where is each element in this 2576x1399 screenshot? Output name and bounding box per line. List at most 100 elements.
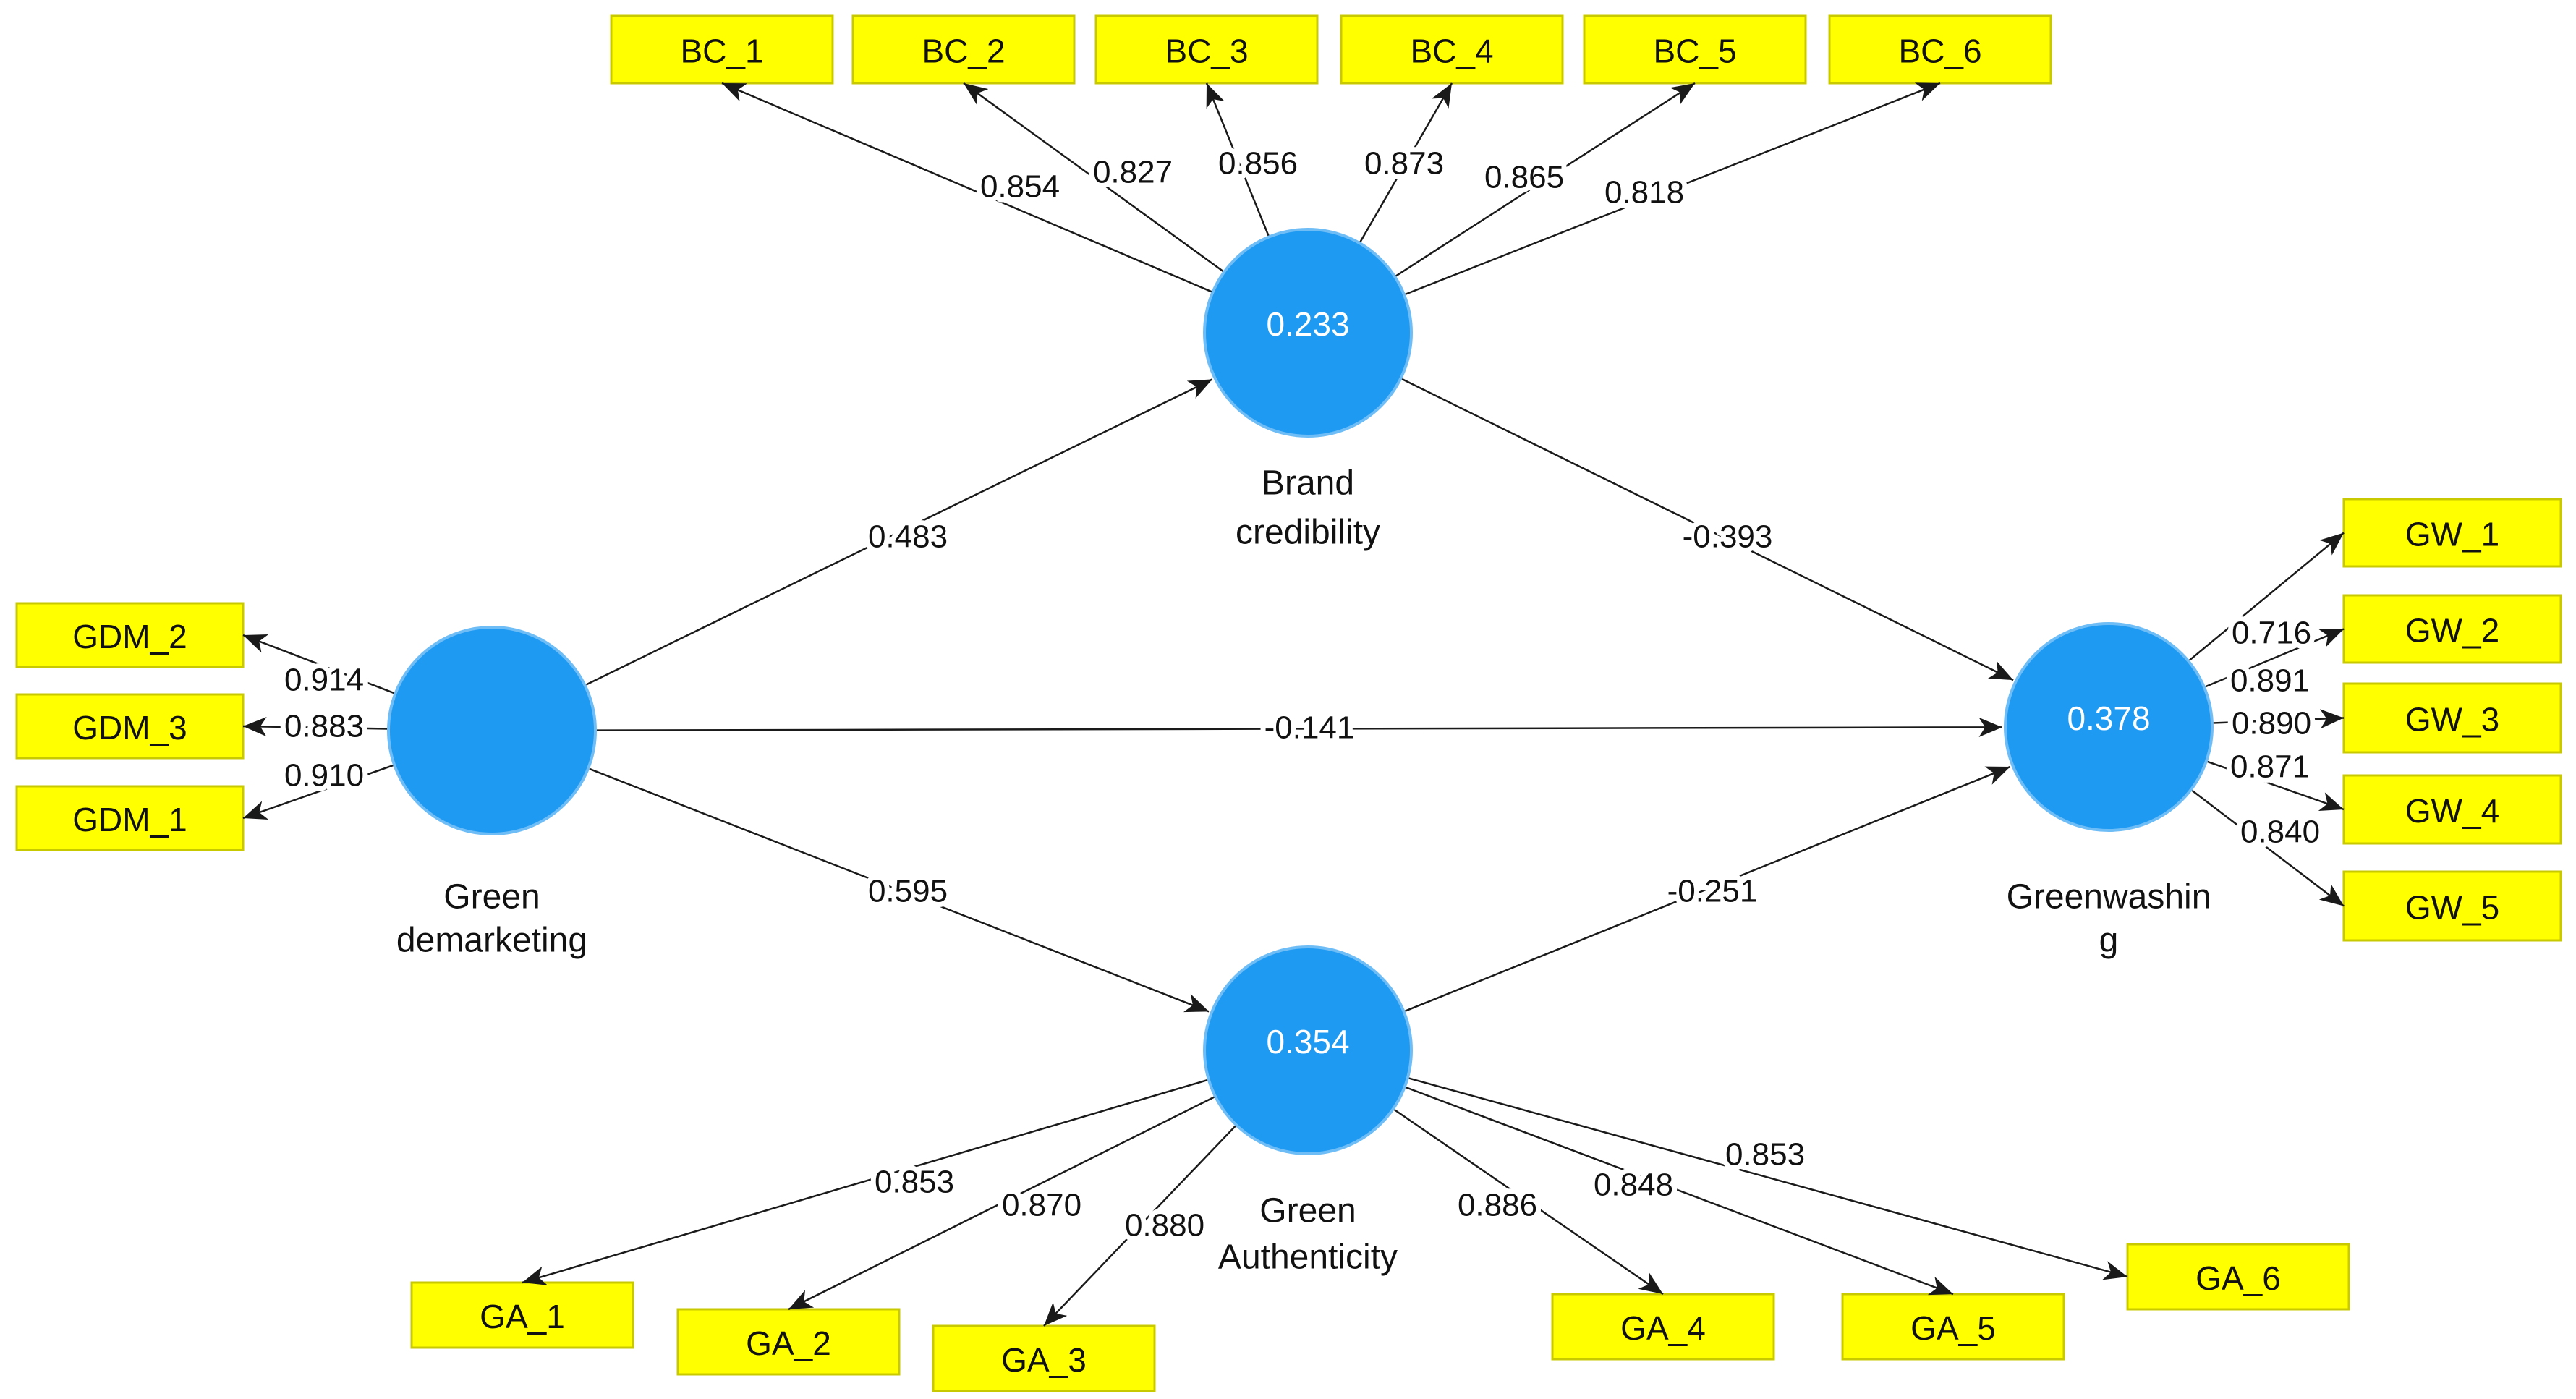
- indicator-GW_2[interactable]: GW_2: [2342, 594, 2562, 664]
- indicator-arrow-GW_2[interactable]: [2204, 628, 2345, 688]
- indicator-box-GA_2[interactable]: [676, 1308, 901, 1376]
- indicator-GDM_3[interactable]: GDM_3: [15, 693, 245, 760]
- indicator-GA_6[interactable]: GA_6: [2126, 1243, 2350, 1311]
- indicator-arrow-GW_3[interactable]: [2212, 709, 2345, 729]
- indicator-arrow-GA_3[interactable]: [1043, 1125, 1237, 1327]
- path-label-green_demarketing-to-green_authenticity: 0.595: [868, 874, 948, 909]
- indicator-BC_3[interactable]: BC_3: [1094, 14, 1319, 85]
- indicator-arrow-GA_2[interactable]: [788, 1096, 1215, 1311]
- indicator-label-GW_5: GW_5: [2405, 889, 2499, 927]
- latent-node-greenwashing[interactable]: [2004, 622, 2214, 832]
- indicator-GDM_2[interactable]: GDM_2: [15, 602, 245, 668]
- path-arrow-brand_credibility-to-greenwashing[interactable]: [1401, 378, 2014, 681]
- indicator-box-GA_1[interactable]: [410, 1281, 634, 1349]
- latent-label-line2-greenwashing: g: [2099, 922, 2119, 960]
- indicator-box-BC_1[interactable]: [610, 14, 834, 85]
- loading-label-BC_2: 0.827: [1093, 155, 1173, 190]
- indicator-arrow-GDM_1[interactable]: [242, 764, 394, 820]
- indicator-arrow-BC_3[interactable]: [1205, 82, 1270, 237]
- indicator-arrow-GA_5[interactable]: [1405, 1086, 1954, 1296]
- loading-label-GW_4: 0.871: [2230, 749, 2310, 785]
- indicator-GW_3[interactable]: GW_3: [2342, 682, 2562, 754]
- indicator-BC_6[interactable]: BC_6: [1828, 14, 2052, 85]
- latent-label-line1-greenwashing: Greenwashin: [2007, 878, 2211, 917]
- indicator-box-GW_5[interactable]: [2342, 870, 2562, 942]
- indicator-arrow-BC_6[interactable]: [1404, 82, 1941, 296]
- indicator-GW_5[interactable]: GW_5: [2342, 870, 2562, 942]
- indicator-box-BC_2[interactable]: [851, 14, 1076, 85]
- latent-value-brand_credibility: 0.233: [1266, 305, 1349, 343]
- indicator-box-BC_4[interactable]: [1340, 14, 1564, 85]
- indicator-box-GDM_1[interactable]: [15, 785, 245, 851]
- loading-label-GA_2: 0.870: [1002, 1188, 1081, 1223]
- indicator-arrow-BC_5[interactable]: [1395, 82, 1696, 278]
- loading-label-GW_1: 0.716: [2232, 616, 2311, 651]
- loading-label-GA_1: 0.853: [875, 1165, 954, 1200]
- latent-label-line1-green_authenticity: Green: [1259, 1192, 1356, 1230]
- indicator-label-BC_6: BC_6: [1898, 33, 1981, 70]
- indicator-arrow-GA_4[interactable]: [1393, 1108, 1664, 1296]
- indicator-arrow-BC_2[interactable]: [963, 82, 1225, 273]
- loading-label-BC_3: 0.856: [1218, 146, 1298, 182]
- indicator-label-BC_3: BC_3: [1165, 33, 1248, 70]
- indicator-box-GA_3[interactable]: [932, 1324, 1156, 1392]
- indicator-GDM_1[interactable]: GDM_1: [15, 785, 245, 851]
- path-arrow-green_demarketing-to-brand_credibility[interactable]: [585, 378, 1213, 686]
- indicator-box-GW_3[interactable]: [2342, 682, 2562, 754]
- latent-node-green_demarketing[interactable]: [387, 626, 597, 835]
- indicator-BC_4[interactable]: BC_4: [1340, 14, 1564, 85]
- latent-node-green_authenticity[interactable]: [1203, 945, 1413, 1155]
- indicator-arrow-BC_4[interactable]: [1359, 82, 1453, 243]
- indicator-GW_1[interactable]: GW_1: [2342, 498, 2562, 568]
- indicator-box-GDM_2[interactable]: [15, 602, 245, 668]
- indicator-GA_5[interactable]: GA_5: [1841, 1293, 2065, 1361]
- loading-label-GW_5: 0.840: [2240, 815, 2320, 850]
- indicator-box-GA_5[interactable]: [1841, 1293, 2065, 1361]
- indicator-BC_2[interactable]: BC_2: [851, 14, 1076, 85]
- latent-label-line2-brand_credibility: credibility: [1236, 514, 1380, 552]
- indicator-box-GA_4[interactable]: [1551, 1293, 1775, 1361]
- indicator-GA_4[interactable]: GA_4: [1551, 1293, 1775, 1361]
- indicator-arrow-GA_1[interactable]: [522, 1079, 1209, 1285]
- indicator-GA_3[interactable]: GA_3: [932, 1324, 1156, 1392]
- indicator-BC_1[interactable]: BC_1: [610, 14, 834, 85]
- indicator-GW_4[interactable]: GW_4: [2342, 774, 2562, 845]
- indicator-box-GW_1[interactable]: [2342, 498, 2562, 568]
- loading-label-GW_2: 0.891: [2230, 663, 2310, 699]
- indicator-arrow-GA_6[interactable]: [1408, 1077, 2128, 1280]
- path-label-brand_credibility-to-greenwashing: -0.393: [1683, 519, 1773, 555]
- indicator-box-BC_3[interactable]: [1094, 14, 1319, 85]
- indicator-label-GA_3: GA_3: [1001, 1341, 1087, 1379]
- loading-label-BC_5: 0.865: [1484, 160, 1564, 195]
- indicator-label-BC_2: BC_2: [922, 33, 1005, 70]
- indicator-box-GW_4[interactable]: [2342, 774, 2562, 845]
- indicator-arrow-GW_1[interactable]: [2188, 532, 2345, 662]
- indicator-arrow-GDM_2[interactable]: [242, 634, 396, 694]
- indicator-label-GA_6: GA_6: [2195, 1259, 2281, 1297]
- loading-label-GDM_3: 0.883: [284, 709, 364, 744]
- indicator-label-GA_1: GA_1: [480, 1298, 565, 1335]
- latent-value-green_authenticity: 0.354: [1266, 1023, 1349, 1060]
- path-arrow-green_authenticity-to-greenwashing[interactable]: [1404, 765, 2011, 1012]
- indicator-BC_5[interactable]: BC_5: [1583, 14, 1807, 85]
- indicator-arrow-GDM_3[interactable]: [242, 717, 388, 737]
- indicator-label-GA_2: GA_2: [746, 1324, 831, 1362]
- indicator-box-GA_6[interactable]: [2126, 1243, 2350, 1311]
- indicator-GA_1[interactable]: GA_1: [410, 1281, 634, 1349]
- indicator-box-GW_2[interactable]: [2342, 594, 2562, 664]
- indicator-arrow-GW_5[interactable]: [2190, 789, 2345, 907]
- indicator-GA_2[interactable]: GA_2: [676, 1308, 901, 1376]
- path-arrow-green_demarketing-to-green_authenticity[interactable]: [589, 767, 1210, 1013]
- loading-label-GW_3: 0.890: [2232, 706, 2311, 741]
- latent-node-brand_credibility[interactable]: [1203, 228, 1413, 438]
- indicator-arrow-BC_1[interactable]: [721, 82, 1213, 293]
- indicator-arrow-GW_4[interactable]: [2206, 760, 2345, 812]
- indicator-box-BC_6[interactable]: [1828, 14, 2052, 85]
- indicator-box-GDM_3[interactable]: [15, 693, 245, 760]
- path-arrow-green_demarketing-to-greenwashing[interactable]: [596, 717, 2003, 737]
